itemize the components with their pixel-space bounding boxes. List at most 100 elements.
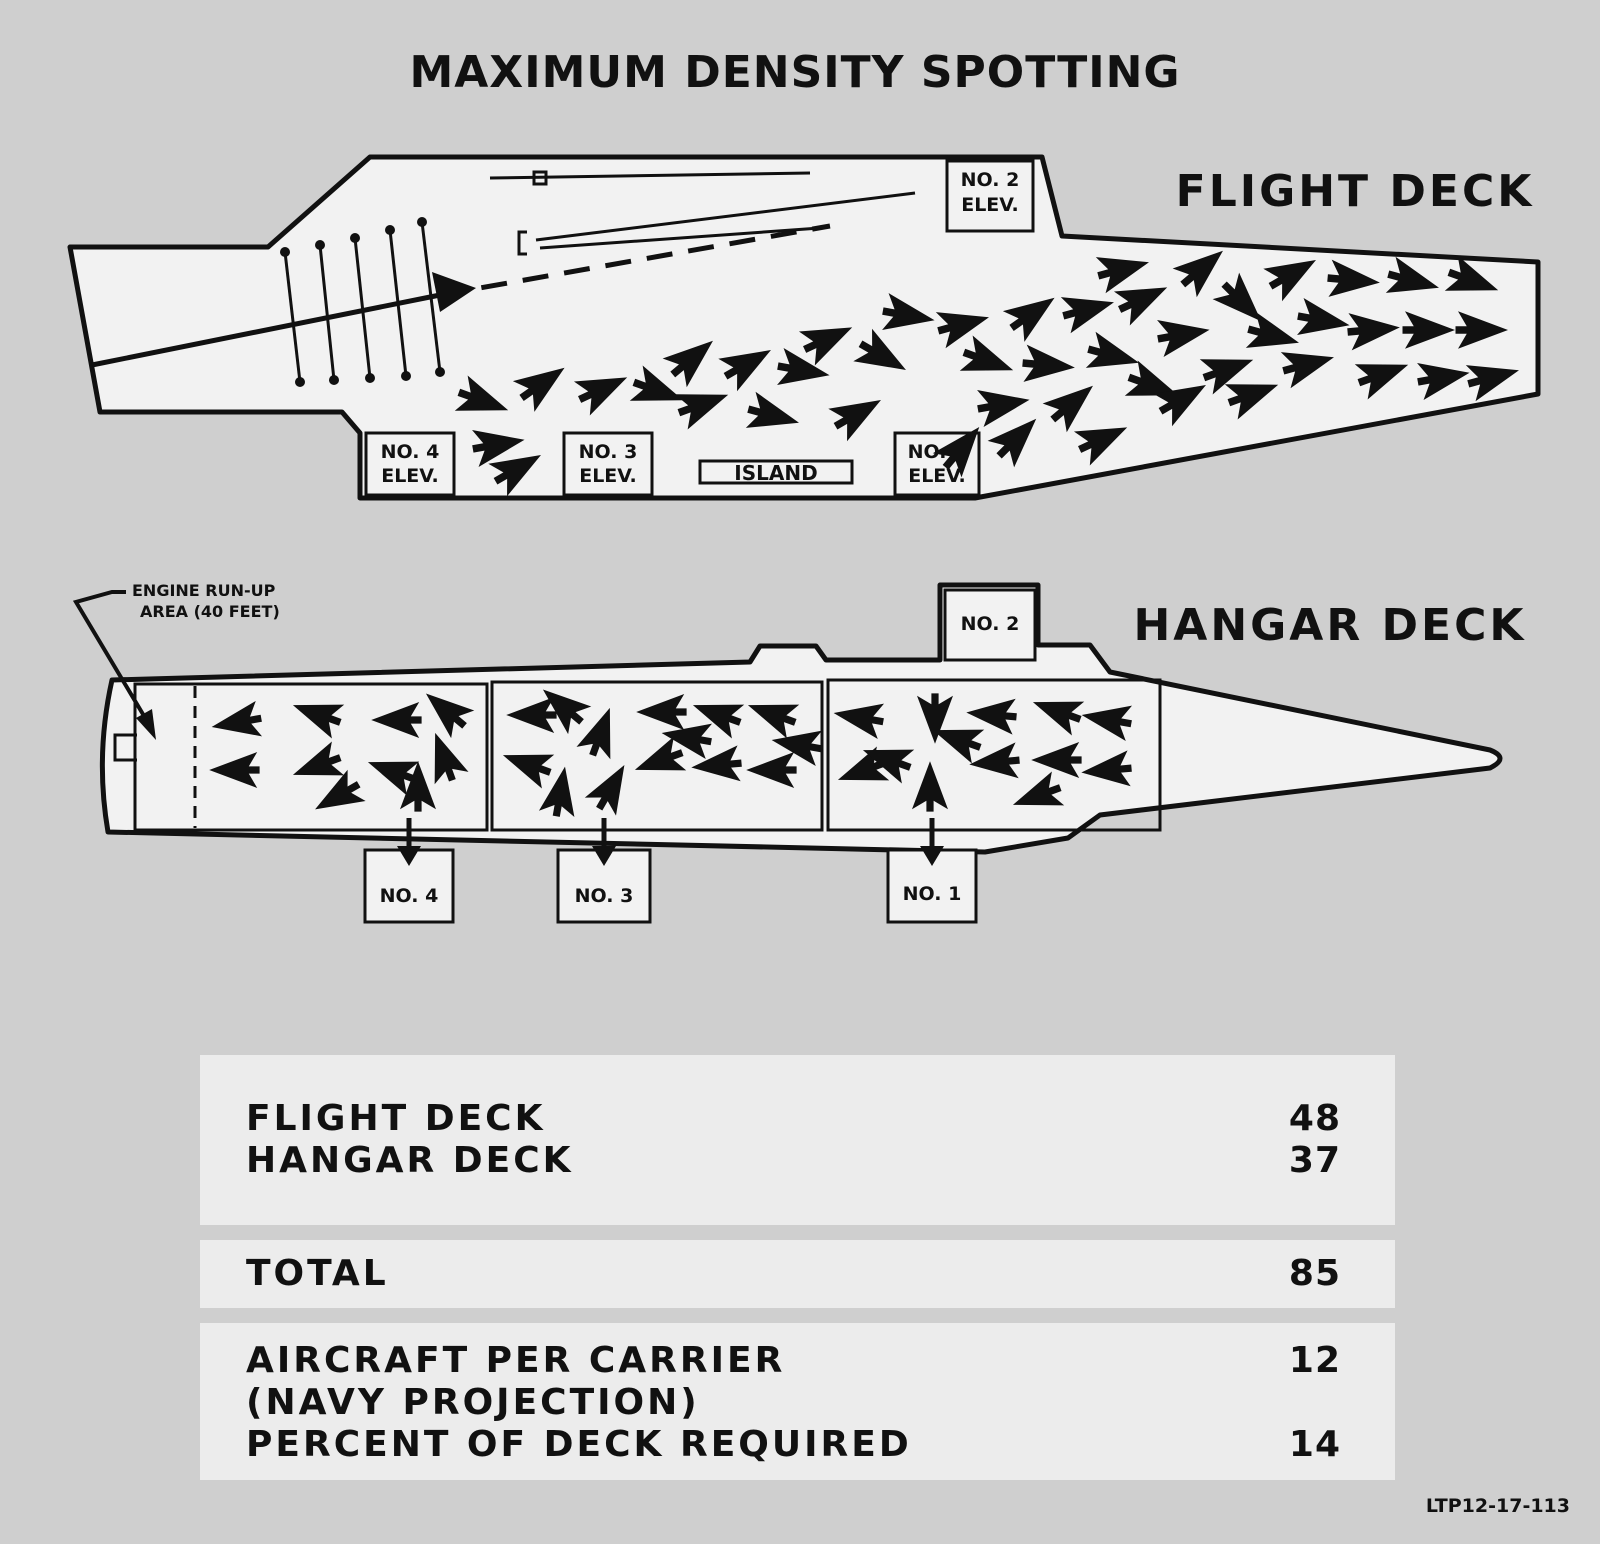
- flight-aircraft-47: [932, 427, 980, 478]
- flight-aircraft-46: [1073, 427, 1128, 466]
- flight-aircraft-5: [573, 377, 628, 416]
- flight-deck-row: FLIGHT DECK 48: [246, 1097, 1341, 1141]
- flight-deck-aircraft: [454, 250, 1519, 497]
- hangar-bay-2: [490, 680, 824, 832]
- hangar-aircraft-10: [506, 697, 557, 733]
- hangar-aircraft-35: [315, 769, 366, 810]
- hangar-elevator-no2: [943, 588, 1037, 662]
- flight-aircraft-23: [1085, 331, 1139, 368]
- hangar-aircraft-11: [502, 754, 555, 789]
- hangar-aircraft-26: [1032, 701, 1085, 736]
- flight-aircraft-18: [977, 390, 1030, 427]
- flight-aircraft-12: [798, 327, 853, 366]
- flight-deck-row-label: FLIGHT DECK: [246, 1098, 546, 1139]
- engine-run-up-annotation-1: ENGINE RUN-UP: [132, 581, 276, 600]
- summary-table: FLIGHT DECK 48 HANGAR DECK 37 TOTAL 85 A…: [200, 1055, 1395, 1480]
- hangar-deck-aircraft: [209, 689, 1133, 818]
- flight-aircraft-17: [959, 335, 1014, 371]
- aircraft-per-carrier-label: AIRCRAFT PER CARRIER: [246, 1340, 786, 1381]
- island-label: ISLAND: [734, 461, 817, 485]
- landing-centerline-dashed: [439, 223, 831, 298]
- flight-aircraft-11: [777, 348, 830, 385]
- total-row: TOTAL 85: [246, 1252, 1341, 1296]
- hangar-bay-1: [133, 682, 489, 832]
- hangar-deck-row: HANGAR DECK 37: [246, 1139, 1341, 1183]
- hangar-aircraft-18: [747, 704, 800, 739]
- flight-aircraft-37: [1385, 256, 1439, 293]
- island: [698, 459, 854, 485]
- engine-run-up-notch: [113, 733, 137, 762]
- hangar-aircraft-28: [1081, 705, 1133, 742]
- flight-elevator-no3-label-1: NO. 3: [579, 441, 638, 463]
- landing-centerline: [91, 292, 441, 368]
- hangar-aircraft-23: [911, 761, 949, 812]
- flight-deck-outline: [67, 154, 1541, 501]
- flight-aircraft-24: [1113, 287, 1168, 326]
- flight-aircraft-42: [1465, 365, 1519, 402]
- flight-aircraft-21: [1042, 385, 1093, 433]
- flight-aircraft-31: [1263, 260, 1316, 302]
- flight-aircraft-45: [1224, 384, 1279, 420]
- hangar-aircraft-36: [771, 730, 823, 767]
- hangar-aircraft-33: [1012, 771, 1065, 806]
- aircraft-per-carrier-row: AIRCRAFT PER CARRIER 12: [246, 1339, 1341, 1383]
- flight-aircraft-6: [629, 365, 684, 401]
- flight-deck-plan: NO. 2 ELEV. NO. 4 ELEV. NO. 3 ELEV. NO. …: [67, 154, 1541, 501]
- hangar-bay-3: [826, 678, 1162, 832]
- flight-aircraft-19: [1002, 297, 1055, 342]
- hangar-aircraft-1: [211, 700, 263, 737]
- engine-run-up-leader: [72, 590, 156, 740]
- total-panel: TOTAL 85: [200, 1240, 1395, 1308]
- hangar-elevator-no3-label: NO. 3: [575, 885, 634, 907]
- figure-id: LTP12-17-113: [1425, 1495, 1570, 1517]
- hangar-aircraft-9: [399, 761, 437, 812]
- flight-aircraft-43: [987, 418, 1037, 468]
- flight-aircraft-22: [1060, 297, 1114, 334]
- flight-aircraft-9: [718, 350, 771, 392]
- hangar-aircraft-6: [367, 761, 420, 796]
- hangar-aircraft-14: [636, 694, 687, 730]
- hangar-aircraft-5: [371, 702, 422, 738]
- flight-elevator-no2-label-1: NO. 2: [961, 169, 1020, 191]
- flight-aircraft-3: [488, 455, 541, 497]
- hangar-elevator-no1-label: NO. 1: [903, 883, 962, 905]
- leader-arrow-icon: [136, 709, 156, 740]
- navy-projection-row: (NAVY PROJECTION): [246, 1381, 1341, 1425]
- flight-aircraft-38: [1402, 311, 1455, 349]
- elevator-arrow-icons: [397, 818, 944, 866]
- hangar-aircraft-12: [576, 707, 611, 760]
- navy-projection-label: (NAVY PROJECTION): [246, 1382, 700, 1423]
- hangar-elevator-no4-label: NO. 4: [380, 885, 439, 907]
- hangar-aircraft-13: [584, 765, 625, 816]
- hangar-aircraft-15: [634, 736, 687, 771]
- hangar-aircraft-20: [833, 703, 885, 740]
- catapult-tracks: [489, 170, 916, 256]
- flight-aircraft-29: [1212, 272, 1262, 322]
- flight-aircraft-8: [674, 394, 729, 430]
- hangar-elevator-no2-label: NO. 2: [961, 613, 1020, 635]
- hangar-deck-row-value: 37: [1288, 1140, 1341, 1181]
- hangar-aircraft-32: [661, 723, 713, 760]
- hangar-aircraft-17: [691, 745, 742, 782]
- hangar-aircraft-16: [692, 704, 745, 739]
- hangar-aircraft-34: [538, 766, 575, 818]
- percent-deck-value: 14: [1288, 1424, 1341, 1465]
- flight-aircraft-10: [745, 391, 799, 428]
- hangar-aircraft-8: [434, 732, 469, 785]
- total-row-label: TOTAL: [246, 1253, 389, 1294]
- flight-aircraft-34: [1327, 259, 1380, 297]
- percent-deck-row: PERCENT OF DECK REQUIRED 14: [246, 1423, 1341, 1467]
- flight-aircraft-26: [1157, 320, 1210, 357]
- flight-aircraft-32: [1280, 352, 1334, 389]
- flight-aircraft-7: [662, 340, 713, 388]
- hangar-aircraft-2: [209, 752, 260, 788]
- flight-aircraft-48: [1095, 257, 1149, 294]
- hangar-aircraft-3: [292, 704, 345, 739]
- hangar-aircraft-25: [969, 742, 1020, 779]
- diagram-title: MAXIMUM DENSITY SPOTTING: [409, 47, 1180, 98]
- flight-aircraft-25: [1124, 360, 1179, 396]
- hangar-deck-plan: NO. 2 NO. 4 NO. 3 NO. 1: [99, 582, 1503, 924]
- flight-elevator-no3: [562, 431, 654, 497]
- projection-panel: AIRCRAFT PER CARRIER 12 (NAVY PROJECTION…: [200, 1323, 1395, 1480]
